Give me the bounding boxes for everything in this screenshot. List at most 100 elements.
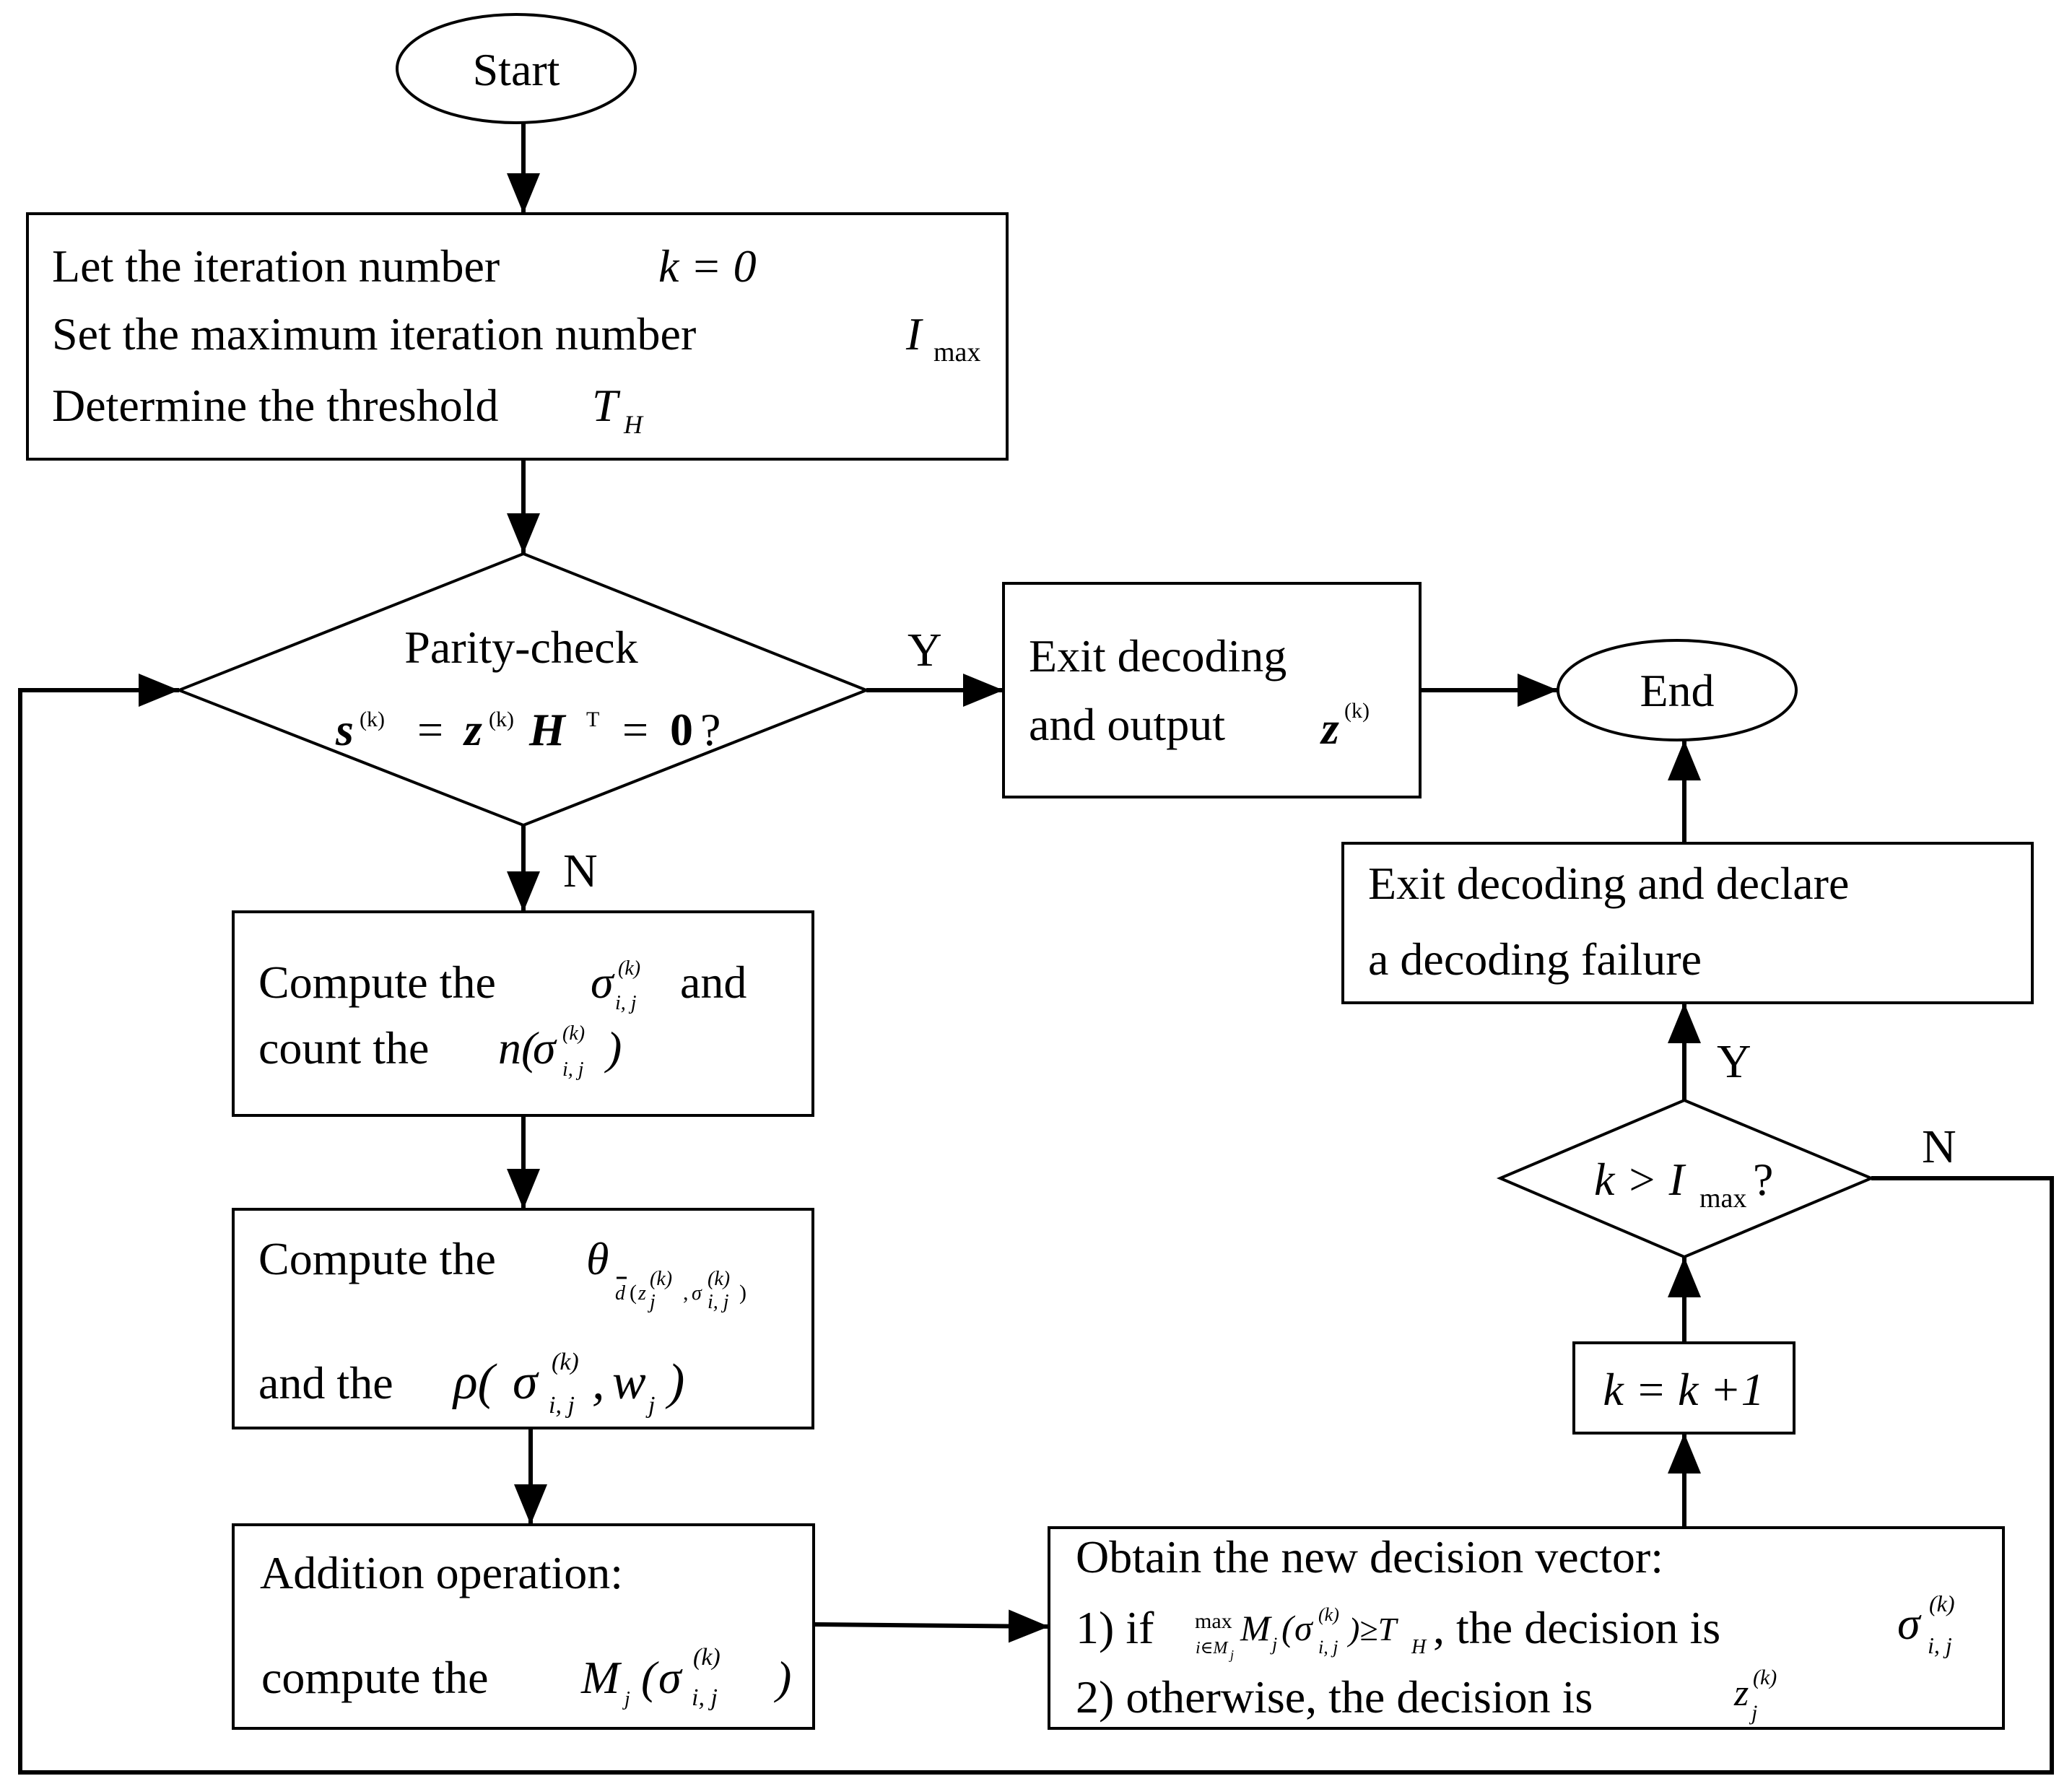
rho-w-sub: j xyxy=(645,1392,655,1419)
sigma-line2: count the xyxy=(258,1022,429,1074)
theta-d: d xyxy=(615,1282,626,1305)
end-label: End xyxy=(1640,665,1714,716)
parity-t: T xyxy=(586,708,599,731)
parity-check-decision: Parity-check s (k) = z (k) H T = 0 ? xyxy=(175,552,871,827)
init-th: T xyxy=(592,380,621,431)
theta-lp: ( xyxy=(630,1281,637,1305)
exit-output-z: z xyxy=(1320,702,1339,754)
theta-symbol: θ xyxy=(586,1233,609,1284)
parity-h: H xyxy=(528,704,567,755)
end-node: End xyxy=(1557,639,1798,741)
parity-eq2: = xyxy=(622,704,648,755)
init-imax: I xyxy=(905,308,923,360)
decision-line1: Obtain the new decision vector: xyxy=(1076,1531,1663,1583)
init-th-sub: H xyxy=(623,410,644,439)
decision-sigma2: σ xyxy=(1897,1598,1922,1649)
decision-z: z xyxy=(1733,1673,1749,1714)
exit-output-line1: Exit decoding xyxy=(1029,630,1287,682)
rho-symbol: ρ( xyxy=(452,1354,497,1410)
decision-sigma: σ xyxy=(1294,1608,1314,1648)
parity-s-sup: (k) xyxy=(360,708,385,731)
init-k-eq: k = 0 xyxy=(658,240,757,292)
init-box: Let the iteration number k = 0 Set the m… xyxy=(26,212,1009,461)
rho-sigma-sup: (k) xyxy=(552,1349,579,1375)
addition-box: Addition operation: compute the M j ( σ … xyxy=(232,1523,815,1730)
theta-rp: ) xyxy=(739,1281,746,1305)
add-M: M xyxy=(580,1652,622,1703)
theta-line2: and the xyxy=(258,1357,393,1409)
rho-sigma-sub: i, j xyxy=(549,1392,575,1419)
decision-max: max xyxy=(1195,1609,1232,1633)
add-sigma: σ xyxy=(658,1652,683,1703)
sigma-sup: (k) xyxy=(618,957,640,980)
decision-lparen: ( xyxy=(1281,1608,1296,1648)
decision-max-sub-j: j xyxy=(1229,1647,1234,1662)
exit-fail-box: Exit decoding and declare a decoding fai… xyxy=(1341,842,2034,1004)
theta-z-sup: (k) xyxy=(650,1268,672,1290)
parity-title: Parity-check xyxy=(404,622,637,673)
rho-comma: , xyxy=(592,1354,605,1410)
sigma-symbol: σ xyxy=(591,957,615,1008)
parity-z-sup: (k) xyxy=(489,708,514,731)
exit-output-line2: and output xyxy=(1029,699,1225,750)
arrow-addition-to-decision xyxy=(813,1609,1050,1643)
init-line2: Set the maximum iteration number xyxy=(52,308,696,360)
theta-comma: , xyxy=(683,1281,689,1305)
init-line3: Determine the threshold xyxy=(52,380,498,431)
init-imax-sub: max xyxy=(933,337,980,367)
add-lparen: ( xyxy=(641,1652,659,1703)
addition-line2: compute the xyxy=(261,1652,489,1703)
sigma-sub: i, j xyxy=(615,992,637,1014)
decision-z-sub: j xyxy=(1749,1701,1757,1725)
decision-th-sub: H xyxy=(1411,1636,1427,1658)
increment-box: k = k +1 xyxy=(1572,1341,1795,1435)
connectors xyxy=(18,123,2054,1775)
rho-sigma: σ xyxy=(513,1354,539,1410)
exit-output-box: Exit decoding and output z (k) xyxy=(1002,582,1422,798)
decision-sigma2-sub: i, j xyxy=(1928,1632,1952,1658)
theta-sigma-sup: (k) xyxy=(708,1268,730,1290)
sigma-line1-a: Compute the xyxy=(258,957,496,1008)
theta-sigma-sub: i, j xyxy=(708,1291,729,1313)
decision-M: M xyxy=(1240,1608,1272,1648)
label-check-yes: Y xyxy=(1717,1035,1751,1088)
exit-output-z-sup: (k) xyxy=(1344,699,1370,723)
theta-z-sub: j xyxy=(648,1291,656,1313)
parity-zero: 0 xyxy=(670,704,693,755)
count-sub: i, j xyxy=(562,1058,584,1081)
exit-fail-line1: Exit decoding and declare xyxy=(1368,858,1849,909)
parity-q: ? xyxy=(700,704,721,755)
compute-sigma-box: Compute the σ (k) i, j and count the n( … xyxy=(232,910,814,1117)
count-n: n( xyxy=(498,1022,539,1074)
label-parity-yes: Y xyxy=(907,624,942,676)
decision-line3: 2) otherwise, the decision is xyxy=(1076,1671,1593,1723)
add-sigma-sup: (k) xyxy=(693,1644,721,1671)
k-check-q: ? xyxy=(1753,1154,1773,1205)
parity-z: z xyxy=(463,704,482,755)
add-rparen: ) xyxy=(773,1652,791,1703)
k-check-text: k > I xyxy=(1594,1154,1686,1205)
decision-M-sub: j xyxy=(1270,1634,1277,1655)
parity-eq1: = xyxy=(417,704,443,755)
decision-box: Obtain the new decision vector: 1) if ma… xyxy=(1048,1526,2005,1730)
theta-z: z xyxy=(637,1282,646,1305)
compute-theta-box: Compute the θ d ( z (k) j , σ (k) i, j )… xyxy=(232,1208,814,1429)
decision-sigma-sup: (k) xyxy=(1318,1604,1339,1625)
addition-line1: Addition operation: xyxy=(260,1547,623,1598)
add-sigma-sub: i, j xyxy=(692,1684,718,1711)
decision-line2-a: 1) if xyxy=(1076,1602,1154,1653)
parity-s: s xyxy=(335,704,354,755)
k-check-decision: k > I max ? xyxy=(1496,1098,1876,1259)
rho-w: w xyxy=(612,1354,646,1410)
k-check-sub: max xyxy=(1699,1183,1746,1214)
increment-text: k = k +1 xyxy=(1603,1364,1764,1415)
sigma-line1-b: and xyxy=(680,957,746,1008)
decision-max-sub: i∈M xyxy=(1196,1639,1229,1658)
count-sup: (k) xyxy=(562,1022,585,1045)
decision-sigma2-sup: (k) xyxy=(1929,1590,1955,1616)
exit-fail-line2: a decoding failure xyxy=(1368,933,1702,985)
rho-rparen: ) xyxy=(665,1354,684,1410)
label-check-no: N xyxy=(1922,1120,1956,1173)
add-M-sub: j xyxy=(622,1688,630,1710)
